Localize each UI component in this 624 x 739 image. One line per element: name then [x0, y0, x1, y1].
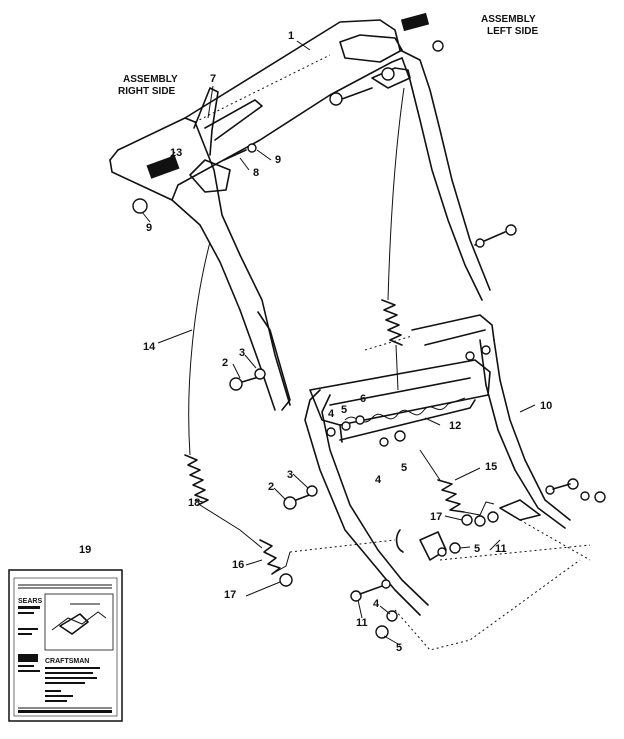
upper-handle-assembly [109, 12, 517, 411]
callout-14: 14 [143, 341, 156, 353]
callout-7: 7 [210, 73, 216, 85]
callout-2a: 2 [222, 357, 228, 369]
callout-18: 18 [188, 497, 200, 509]
spring-18 [184, 454, 263, 549]
callout-6: 6 [360, 393, 366, 405]
callout-15: 15 [485, 461, 497, 473]
callout-5c: 5 [474, 543, 480, 555]
callout-9b: 9 [146, 222, 152, 234]
callout-10: 10 [540, 400, 552, 412]
callout-4c: 4 [373, 598, 380, 610]
callout-17a: 17 [430, 511, 442, 523]
callouts: 1 7 13 9 8 9 14 3 2 4 5 6 10 12 5 4 15 3… [79, 30, 552, 654]
callout-1: 1 [288, 30, 294, 42]
heading-right-line2: RIGHT SIDE [118, 86, 176, 97]
heading-right-line1: ASSEMBLY [123, 74, 178, 85]
callout-4b: 4 [375, 474, 382, 486]
owners-manual: SEARS CRAFTSMAN [8, 569, 123, 722]
callout-16: 16 [232, 559, 244, 571]
heading-left-line1: ASSEMBLY [481, 14, 536, 25]
heading-left-line2: LEFT SIDE [487, 26, 538, 37]
cable-springs [184, 87, 495, 587]
callout-13: 13 [170, 147, 182, 159]
lower-handle-assembly [229, 314, 606, 651]
callout-5a: 5 [341, 404, 347, 416]
callout-2b: 2 [268, 481, 274, 493]
callout-11a: 11 [495, 543, 507, 555]
manual-brand: CRAFTSMAN [45, 658, 89, 665]
fasteners-lower [229, 345, 606, 639]
callout-11b: 11 [356, 617, 368, 629]
callout-8: 8 [253, 167, 259, 179]
callout-3a: 3 [239, 347, 245, 359]
callout-3b: 3 [287, 469, 293, 481]
leader-lines [141, 40, 536, 646]
spring-15 [419, 449, 495, 516]
callout-17b: 17 [224, 589, 236, 601]
manual-store: SEARS [18, 598, 42, 605]
callout-12: 12 [449, 420, 461, 432]
callout-5b: 5 [401, 462, 407, 474]
callout-19: 19 [79, 544, 91, 556]
callout-4a: 4 [328, 408, 335, 420]
spring-mid [381, 299, 403, 346]
assembly-headings: ASSEMBLY LEFT SIDE ASSEMBLY RIGHT SIDE [118, 14, 538, 97]
callout-9a: 9 [275, 154, 281, 166]
callout-5d: 5 [396, 642, 402, 654]
spring-16 [259, 539, 291, 575]
